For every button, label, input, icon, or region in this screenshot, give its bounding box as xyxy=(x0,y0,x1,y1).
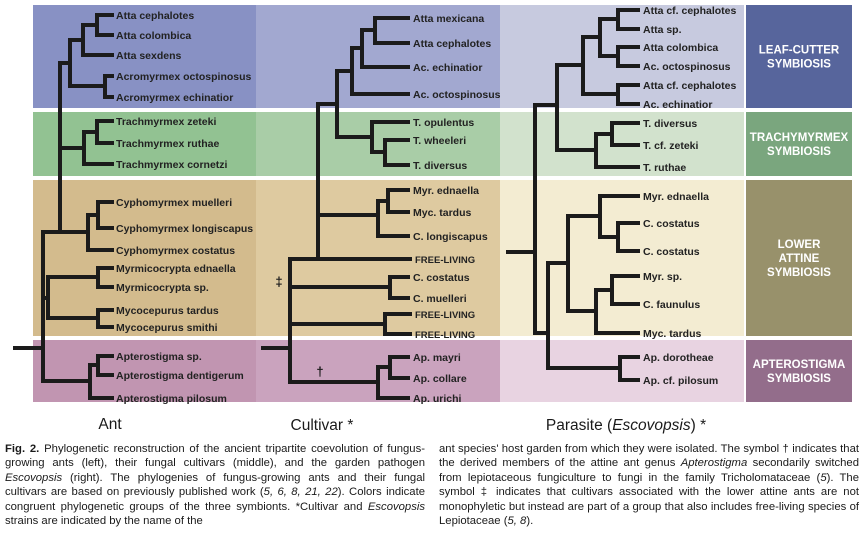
caption-run: Fig. 2. xyxy=(5,443,40,455)
taxon-label-parasite: C. faunulus xyxy=(643,299,700,311)
caption-run: strains are indicated by the name of the xyxy=(5,515,203,528)
caption-run: Escovopsis xyxy=(367,500,425,513)
taxon-label-ant: Mycocepurus tardus xyxy=(116,305,219,317)
caption-run: (right). The phylogenies of fungus-growi… xyxy=(5,471,425,499)
caption-column-right: ant species' host garden from which they… xyxy=(439,442,859,528)
taxon-label-cultivar: Myc. tardus xyxy=(413,207,472,219)
taxon-label-parasite: Ap. dorotheae xyxy=(643,352,714,364)
taxon-label-parasite: Atta cf. cephalotes xyxy=(643,80,737,92)
symbiosis-box-2 xyxy=(746,180,852,336)
taxon-label-ant: Acromyrmex octospinosus xyxy=(116,71,252,83)
symbiosis-box-3 xyxy=(746,340,852,402)
taxon-label-ant: Cyphomyrmex costatus xyxy=(116,245,235,257)
taxon-label-cultivar: C. longiscapus xyxy=(413,231,488,243)
caption-run: ). Colors indicate congruent phylogeneti… xyxy=(5,486,426,513)
band-ant-apterostigma xyxy=(33,340,256,402)
caption-run: ). xyxy=(526,515,534,528)
taxon-label-ant: Apterostigma dentigerum xyxy=(116,370,244,382)
taxon-label-parasite: T. ruthae xyxy=(643,162,686,174)
double-dagger-symbol: ‡ xyxy=(275,274,282,289)
taxon-label-ant: Trachmyrmex zeteki xyxy=(116,116,216,128)
caption-run: secondarily switched from lepiotaceous f… xyxy=(439,457,859,484)
figure-caption: Fig. 2. Phylogenetic reconstruction of t… xyxy=(0,436,864,528)
band-ant-lower_attine xyxy=(33,180,256,336)
symbiosis-box-1 xyxy=(746,112,852,176)
taxon-label-cultivar: Ap. collare xyxy=(413,373,467,385)
taxon-label-parasite: Myc. tardus xyxy=(643,328,702,340)
taxon-label-parasite: Myr. ednaella xyxy=(643,191,709,203)
taxon-label-parasite: C. costatus xyxy=(643,218,700,230)
taxon-label-cultivar: T. wheeleri xyxy=(413,135,466,147)
taxon-label-parasite: T. cf. zeteki xyxy=(643,140,699,152)
taxon-label-cultivar: FREE-LIVING xyxy=(415,255,475,266)
taxon-label-ant: Acromyrmex echinatior xyxy=(116,92,233,104)
taxon-label-parasite: Atta cf. cephalotes xyxy=(643,5,737,17)
taxon-label-ant: Apterostigma pilosum xyxy=(116,393,227,405)
taxon-label-cultivar: FREE-LIVING xyxy=(415,310,475,321)
caption-run: 5, 8 xyxy=(507,515,527,528)
caption-column-left: Fig. 2. Phylogenetic reconstruction of t… xyxy=(5,442,425,528)
tree-title-cultivar: Cultivar * xyxy=(291,417,354,434)
taxon-label-ant: Trachmyrmex cornetzi xyxy=(116,159,228,171)
taxon-label-parasite: Ac. octospinosus xyxy=(643,61,731,73)
taxon-label-cultivar: Atta cephalotes xyxy=(413,38,491,50)
band-cultivar-leafcutter xyxy=(256,5,500,108)
taxon-label-cultivar: C. muelleri xyxy=(413,293,467,305)
taxon-label-cultivar: Ap. urichi xyxy=(413,393,462,405)
band-parasite-lower_attine xyxy=(500,180,744,336)
taxon-label-ant: Mycocepurus smithi xyxy=(116,322,218,334)
taxon-label-ant: Atta colombica xyxy=(116,30,191,42)
taxon-label-parasite: C. costatus xyxy=(643,246,700,258)
taxon-label-parasite: T. diversus xyxy=(643,118,697,130)
taxon-label-ant: Atta sexdens xyxy=(116,50,182,62)
caption-run: 5 xyxy=(820,471,827,484)
tree-title-parasite: Parasite (Escovopsis) * xyxy=(546,417,706,434)
taxon-label-cultivar: Ap. mayri xyxy=(413,352,461,364)
taxon-label-parasite: Myr. sp. xyxy=(643,271,682,283)
band-parasite-leafcutter xyxy=(500,5,744,108)
taxon-label-parasite: Atta sp. xyxy=(643,24,682,36)
taxon-label-cultivar: T. diversus xyxy=(413,160,467,172)
taxon-label-parasite: Atta colombica xyxy=(643,42,718,54)
dagger-symbol: † xyxy=(316,364,323,379)
symbiosis-box-0 xyxy=(746,5,852,108)
caption-run: 5, 6, 8, 21, 22 xyxy=(263,486,338,499)
caption-run: ant species' host garden from which they… xyxy=(439,443,859,470)
taxon-label-cultivar: FREE-LIVING xyxy=(415,330,475,341)
taxon-label-cultivar: C. costatus xyxy=(413,272,470,284)
taxon-label-ant: Atta cephalotes xyxy=(116,10,194,22)
taxon-label-ant: Myrmicocrypta sp. xyxy=(116,282,209,294)
taxon-label-ant: Cyphomyrmex muelleri xyxy=(116,197,232,209)
taxon-label-ant: Trachmyrmex ruthae xyxy=(116,138,219,150)
taxon-label-cultivar: Myr. ednaella xyxy=(413,185,479,197)
taxon-label-cultivar: T. opulentus xyxy=(413,117,474,129)
caption-run: Apterostigma xyxy=(680,457,748,470)
taxon-label-cultivar: Ac. octospinosus xyxy=(413,89,501,101)
taxon-label-parasite: Ap. cf. pilosum xyxy=(643,375,718,387)
taxon-label-cultivar: Ac. echinatior xyxy=(413,62,482,74)
caption-run: ). The symbol ‡ indicates that cultivars… xyxy=(439,471,859,528)
band-ant-trachymyrmex xyxy=(33,112,256,176)
taxon-label-ant: Apterostigma sp. xyxy=(116,351,202,363)
taxon-label-ant: Myrmicocrypta ednaella xyxy=(116,263,236,275)
caption-run: Escovopsis xyxy=(5,471,63,484)
taxon-label-ant: Cyphomyrmex longiscapus xyxy=(116,223,253,235)
taxon-label-parasite: Ac. echinatior xyxy=(643,99,712,111)
tree-title-ant: Ant xyxy=(98,416,122,433)
caption-run: Phylogenetic reconstruction of the ancie… xyxy=(5,443,425,470)
taxon-label-cultivar: Atta mexicana xyxy=(413,13,484,25)
